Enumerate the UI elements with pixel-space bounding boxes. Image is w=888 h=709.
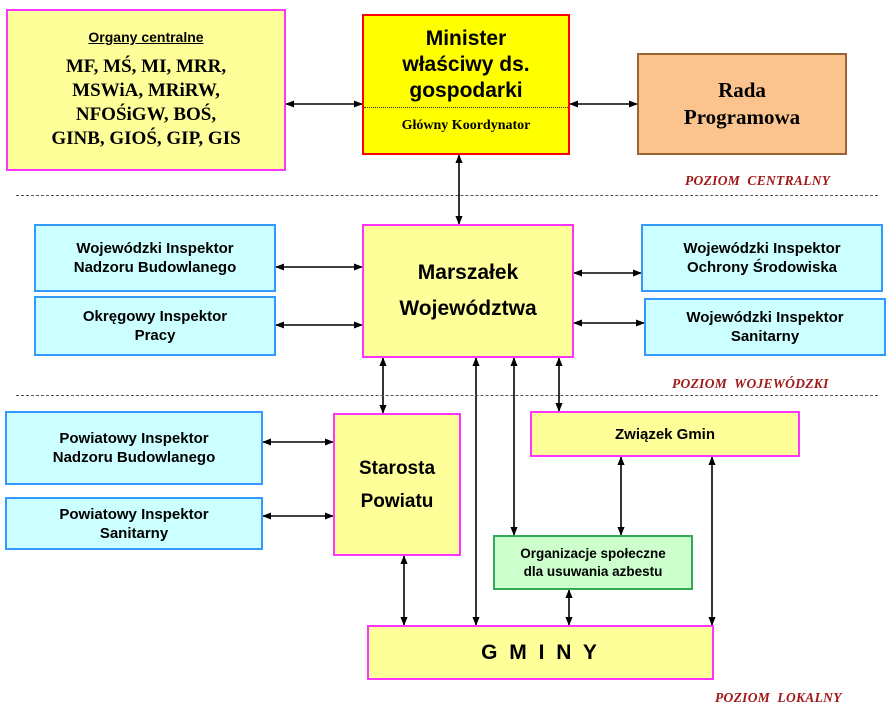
minister-line-3: gospodarki <box>409 79 523 102</box>
powiatowy-inb-box: Powiatowy Inspektor Nadzoru Budowlanego <box>5 411 263 485</box>
minister-box: Minister właściwy ds. gospodarki Główny … <box>362 14 570 155</box>
winb-line-1: Wojewódzki Inspektor <box>76 240 234 257</box>
wios-line-2: Ochrony Środowiska <box>686 259 838 276</box>
organy-centralne-title: Organy centralne <box>88 29 204 45</box>
organizacje-box: Organizacje społeczne dla usuwania azbes… <box>493 535 693 590</box>
rada-line-1: Rada <box>718 78 766 102</box>
wios-line-1: Wojewódzki Inspektor <box>683 240 841 257</box>
rada-programowa-box: Rada Programowa <box>637 53 847 155</box>
level-label-wojewodzki: POZIOM WOJEWÓDZKI <box>672 376 829 391</box>
marszalek-line-2: Województwa <box>399 297 537 320</box>
level-label-lokalny: POZIOM LOKALNY <box>715 690 842 705</box>
organizacje-line-1: Organizacje społeczne <box>520 545 666 561</box>
pis-line-1: Powiatowy Inspektor <box>59 505 209 523</box>
wojewodzki-is-box: Wojewódzki Inspektor Sanitarny <box>644 298 886 356</box>
zwiazek-gmin-box: Związek Gmin <box>530 411 800 457</box>
gminy-box: G M I N Y <box>367 625 714 680</box>
organy-line-3: NFOŚiGW, BOŚ, <box>75 104 217 125</box>
zwiazek-gmin-label: Związek Gmin <box>614 425 716 443</box>
minister-line-2: właściwy ds. <box>402 53 530 76</box>
organy-line-4: GINB, GIOŚ, GIP, GIS <box>51 128 241 149</box>
oip-line-1: Okręgowy Inspektor <box>82 308 228 325</box>
minister-dotted-divider <box>364 107 568 108</box>
starosta-line-2: Powiatu <box>360 490 434 512</box>
marszalek-box: Marszałek Województwa <box>362 224 574 358</box>
wojewodzki-ios-box: Wojewódzki Inspektor Ochrony Środowiska <box>641 224 883 292</box>
pinb-line-2: Nadzoru Budowlanego <box>52 449 216 466</box>
winb-line-2: Nadzoru Budowlanego <box>73 259 237 276</box>
wis-line-2: Sanitarny <box>730 328 800 345</box>
gminy-label: G M I N Y <box>481 640 600 664</box>
organy-line-2: MSWiA, MRiRW, <box>72 80 220 101</box>
level-label-central: POZIOM CENTRALNY <box>685 173 831 188</box>
divider-central <box>16 195 878 196</box>
divider-wojewodzki <box>16 395 878 396</box>
okregowy-ip-box: Okręgowy Inspektor Pracy <box>34 296 276 356</box>
rada-line-2: Programowa <box>683 105 801 129</box>
oip-line-2: Pracy <box>134 327 176 344</box>
pis-line-2: Sanitarny <box>99 524 169 542</box>
minister-subtitle: Główny Koordynator <box>401 118 531 133</box>
starosta-line-1: Starosta <box>358 457 436 479</box>
marszalek-line-1: Marszałek <box>417 261 519 284</box>
starosta-box: Starosta Powiatu <box>333 413 461 556</box>
powiatowy-is-box: Powiatowy Inspektor Sanitarny <box>5 497 263 550</box>
organy-centralne-box: Organy centralne MF, MŚ, MI, MRR, MSWiA,… <box>6 9 286 171</box>
organy-line-1: MF, MŚ, MI, MRR, <box>65 56 227 77</box>
pinb-line-1: Powiatowy Inspektor <box>59 430 209 447</box>
wojewodzki-inb-box: Wojewódzki Inspektor Nadzoru Budowlanego <box>34 224 276 292</box>
organizacje-line-2: dla usuwania azbestu <box>523 563 663 579</box>
wis-line-1: Wojewódzki Inspektor <box>686 309 844 326</box>
minister-line-1: Minister <box>425 27 507 50</box>
